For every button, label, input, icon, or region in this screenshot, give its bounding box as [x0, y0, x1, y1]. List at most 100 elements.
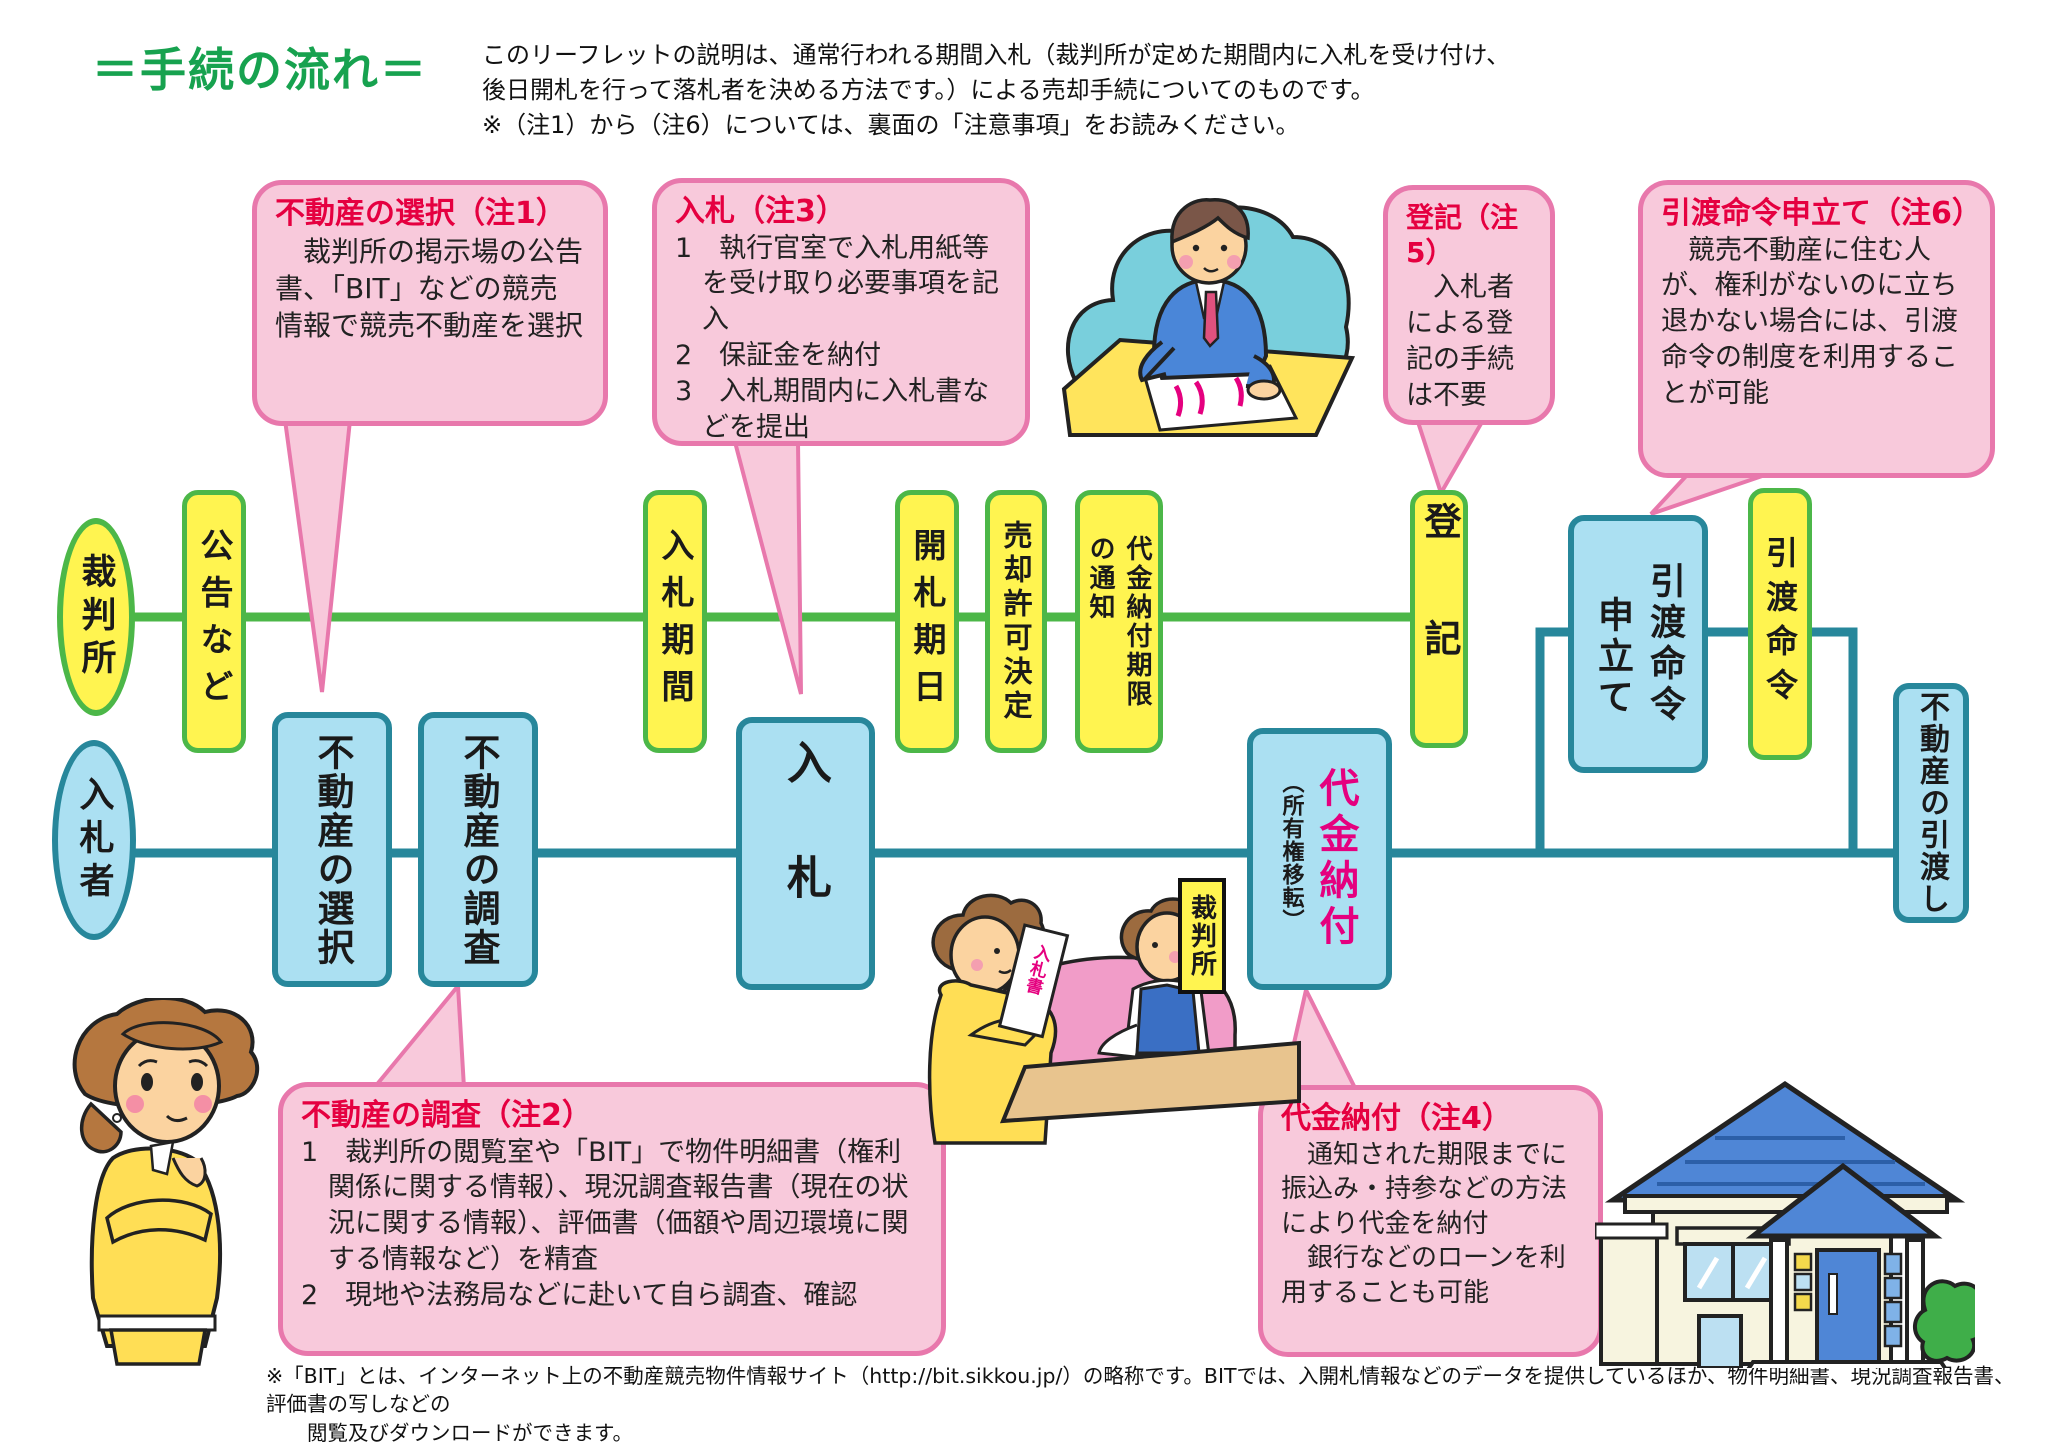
bid-paper: 入札書	[997, 923, 1070, 1039]
bidder-box-property-investigation-label: 不動産の調査	[457, 732, 500, 967]
left-eye	[141, 1073, 153, 1091]
left-blush	[1179, 255, 1193, 269]
resting-hand	[1246, 379, 1282, 401]
necktie	[1202, 290, 1220, 348]
bidder-box-bid-label: 入札	[779, 738, 832, 969]
court-box-payment-deadline-notice: 代金納付期限の通知	[1075, 490, 1163, 753]
bidder-box-delivery-order-petition: 引渡命令申立て	[1568, 515, 1708, 773]
court-box-delivery-order: 引渡命令	[1748, 488, 1812, 760]
pen	[1142, 346, 1176, 382]
thinking-woman-illustration	[72, 998, 260, 1366]
roof-lines	[1657, 1136, 1925, 1186]
header-description-line1: このリーフレットの説明は、通常行われる期間入札（裁判所が定めた期間内に入札を受け…	[482, 41, 1511, 69]
court-box-sale-permission-label: 売却許可決定	[999, 519, 1033, 724]
skirt	[108, 1328, 208, 1366]
court-box-sale-permission: 売却許可決定	[985, 490, 1047, 753]
bidder-box-property-selection-label: 不動産の選択	[311, 732, 354, 967]
payment-deadline-col2: の通知	[1085, 534, 1115, 622]
paper-writing-marks	[1173, 376, 1244, 417]
bush	[1913, 1279, 1975, 1363]
note3-item3: 3 入札期間内に入札書などを提出	[675, 376, 990, 444]
note1-tail	[282, 418, 353, 693]
bidder-box-property-handover-label: 不動産の引渡し	[1914, 691, 1949, 915]
payment-sub-label: （所有権移転）	[1278, 771, 1304, 932]
jacket-trim	[97, 1314, 217, 1332]
footnote-line1: ※「BIT」とは、インターネット上の不動産競売物件情報サイト（http://bi…	[266, 1364, 2015, 1417]
bidder-box-property-selection: 不動産の選択	[272, 712, 392, 987]
bidder-actor-ellipse: 入札者	[52, 740, 136, 940]
side-ledge	[1595, 1222, 1669, 1240]
court-box-bid-period-label: 入札期間	[656, 527, 695, 716]
note6-title: 引渡命令申立て（注6）	[1661, 196, 1982, 231]
page-title: ＝手続の流れ＝	[92, 43, 428, 97]
small-window	[1697, 1314, 1743, 1368]
hair-side	[80, 1101, 123, 1154]
note5-title: 登記（注5）	[1406, 201, 1519, 269]
smile	[1203, 267, 1219, 273]
note3-item1: 1 執行官室で入札用紙等を受け取り必要事項を記入	[675, 232, 999, 336]
porch-roof	[1745, 1162, 1943, 1239]
court-box-registration: 登記	[1410, 490, 1468, 748]
court-box-announcement: 公告など	[182, 490, 246, 753]
right-blush	[194, 1095, 212, 1113]
earring	[112, 1113, 122, 1123]
note2-item1: 1 裁判所の閲覧室や「BIT」で物件明細書（権利関係に関する情報）、現況調査報告…	[301, 1136, 909, 1276]
window-glints	[1696, 1256, 1768, 1290]
bidder-box-bid: 入札	[736, 717, 875, 990]
note2-title: 不動産の調査（注2）	[301, 1098, 592, 1133]
payment-main-label: 代金納付	[1312, 767, 1359, 951]
collar	[149, 1140, 175, 1176]
header-description-line2: 後日開札を行って落札者を決める方法です。）による売却手続についてのものです。	[482, 75, 1375, 104]
header-description-line3: ※（注1）から（注6）については、裏面の「注意事項」をお読みください。	[482, 110, 1300, 139]
note6-bubble: 引渡命令申立て（注6） 競売不動産に住む人が、権利がないのに立ち退かない場合には…	[1638, 180, 1995, 478]
court-box-announcement-label: 公告など	[195, 527, 234, 716]
court-box-delivery-order-label: 引渡命令	[1761, 536, 1799, 712]
payment-deadline-col1: 代金納付期限	[1122, 534, 1152, 709]
counter-desk	[999, 1040, 1301, 1124]
note3-item2: 2 保証金を納付	[675, 340, 882, 372]
note1-body: 裁判所の掲示場の公告書、「BIT」などの競売情報で競売不動産を選択	[275, 234, 584, 342]
note4-bubble: 代金納付（注4） 通知された期限までに振込み・持参などの方法により代金を納付 銀…	[1258, 1085, 1603, 1357]
counter-scene-illustration: 入札書	[927, 893, 1301, 1145]
house-illustration	[1595, 1080, 1975, 1368]
note5-tail	[1415, 420, 1486, 498]
court-actor-label: 裁判所	[75, 552, 116, 682]
right-eye	[1220, 244, 1228, 252]
clerk-vest	[1135, 983, 1201, 1055]
court-box-opening-date-label: 開札期日	[908, 527, 947, 716]
header-description: このリーフレットの説明は、通常行われる期間入札（裁判所が定めた期間内に入札を受け…	[482, 38, 1732, 142]
bidder-box-delivery-order-petition-label: 引渡命令申立て	[1586, 562, 1690, 726]
petition-col1: 引渡命令	[1644, 562, 1685, 726]
eyebrows	[137, 1059, 209, 1068]
court-box-payment-deadline-notice-label: 代金納付期限の通知	[1082, 535, 1156, 709]
clerk-arm	[1097, 1023, 1138, 1059]
bidder-box-payment: 代金納付 （所有権移転）	[1247, 728, 1392, 990]
door-handle	[1828, 1273, 1838, 1315]
court-actor-ellipse: 裁判所	[57, 518, 135, 716]
bidder-actor-label: 入札者	[73, 775, 114, 905]
side-wing	[1599, 1234, 1659, 1366]
customer-eye	[994, 948, 1000, 954]
footnote-line2: 閲覧及びダウンロードができます。	[307, 1420, 633, 1445]
left-eye	[1192, 244, 1200, 252]
note3-tail	[732, 440, 803, 695]
right-blush	[1227, 255, 1241, 269]
door-side-lights	[1793, 1252, 1903, 1348]
note5-bubble: 登記（注5） 入札者による登記の手続は不要	[1383, 185, 1555, 425]
court-box-bid-period: 入札期間	[643, 490, 707, 753]
porch-step	[1746, 1360, 1948, 1368]
note2-item2: 2 現地や法務局などに赴いて自ら調査、確認	[301, 1280, 858, 1312]
customer-smile	[998, 969, 1012, 974]
note4-body2: 銀行などのローンを利用することも可能	[1281, 1243, 1566, 1308]
court-box-opening-date: 開札期日	[895, 490, 959, 753]
note1-title: 不動産の選択（注1）	[275, 196, 566, 231]
note3-title: 入札（注3）	[675, 194, 846, 229]
note1-bubble: 不動産の選択（注1） 裁判所の掲示場の公告書、「BIT」などの競売情報で競売不動…	[252, 180, 608, 426]
customer-blush	[971, 959, 983, 971]
front-door	[1815, 1248, 1881, 1364]
hand-on-chin	[171, 1157, 207, 1188]
note6-body: 競売不動産に住む人が、権利がないのに立ち退かない場合には、引渡命令の制度を利用す…	[1661, 234, 1958, 410]
fringe	[120, 1021, 224, 1051]
man-at-desk-illustration	[1061, 198, 1356, 437]
